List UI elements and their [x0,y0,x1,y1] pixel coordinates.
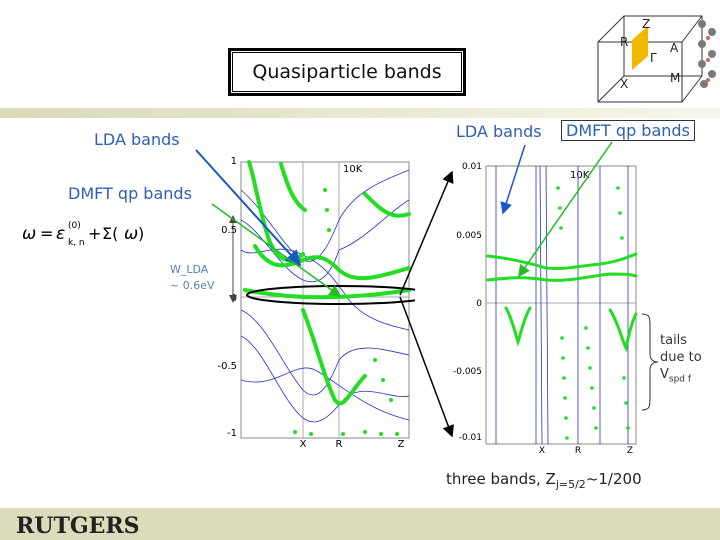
bz-label-m: M [670,71,680,85]
svg-text:k, n: k, n [68,238,85,248]
arrow-lda-left [195,149,302,267]
left-lda-band [240,335,410,423]
three-bands-prefix: three bands, Z [446,470,556,488]
left-temp-annotation: 10K [343,164,363,175]
left-lda-band [240,169,410,262]
svg-text:=: = [40,224,53,243]
left-lda-band [240,367,410,421]
rutgers-logo: RUTGERS [16,513,140,539]
quasiparticle-energy-equation: ω = ε (0) k, n + Σ( ω ) [22,221,144,248]
crystal-structure-image [698,20,716,88]
left-ytick-1: 1 [231,156,237,167]
bz-label-a: A [670,41,679,55]
right-ytick-neg0.005: -0.005 [453,367,482,377]
right-lda-band [545,165,549,445]
svg-text:ω: ω [22,224,36,244]
zoom-arrow-bottom [399,296,454,438]
bz-label-r: R [620,35,628,49]
label-lda-bands-left: LDA bands [94,130,180,149]
wlda-label: W_LDA [170,263,209,276]
svg-text:+: + [88,224,101,243]
three-bands-sub: j=5/2 [555,478,586,491]
tails-v: V [660,367,669,382]
left-lda-band [240,248,410,331]
three-bands-suffix: ~1/200 [585,470,642,488]
bz-label-z: Z [642,17,650,31]
svg-text:): ) [138,224,144,243]
left-dmft-band [243,288,411,300]
wlda-value: ~ 0.6eV [170,279,215,292]
bz-plane-highlight [632,26,648,70]
right-ytick-0.01: 0.01 [462,162,482,172]
right-ytick-0.005: 0.005 [456,231,482,241]
left-xtick-z: Z [398,439,405,450]
arrow-dmft-left [211,203,342,297]
footer-band [0,508,720,540]
right-lda-band [539,165,543,445]
right-ytick-neg0.01: -0.01 [459,433,482,443]
left-dmft-band [279,162,307,212]
right-dmft-band [504,306,532,347]
left-ytick-neg1: -1 [227,428,237,439]
left-ytick-0.5: 0.5 [221,225,237,236]
left-lda-band [240,199,410,283]
tails-line3: Vspd f [660,366,702,389]
right-dmft-bands [486,252,638,353]
tails-annotation: tails due to Vspd f [660,332,702,389]
svg-text:ε: ε [56,224,65,244]
bz-label-x: X [620,77,628,91]
right-ytick-0: 0 [476,299,482,309]
left-dmft-band [301,308,367,406]
arrow-lda-right [500,144,526,215]
label-lda-bands-right: LDA bands [456,122,542,141]
left-ytick-neg0.5: -0.5 [217,361,237,372]
left-dmft-dots [293,188,399,436]
left-xtick-x: X [300,439,307,450]
svg-text:ω: ω [124,224,138,244]
left-xtick-r: R [336,439,343,450]
left-lda-band [240,309,410,396]
slide-title: Quasiparticle bands [232,52,462,92]
label-dmft-bands-left: DMFT qp bands [68,184,192,203]
right-xtick-z: Z [627,446,633,456]
tails-bracket [641,313,659,411]
tails-line1: tails [660,333,688,348]
title-frame [228,48,466,96]
right-dmft-dots [556,186,630,440]
svg-text:(0): (0) [68,221,81,231]
right-dmft-band [486,252,638,270]
bz-label-gamma: Γ [650,51,657,65]
left-dmft-band [363,192,411,218]
tails-sub: spd f [668,374,692,385]
right-lda-bands [495,165,629,445]
three-bands-caption: three bands, Zj=5/2~1/200 [446,470,642,491]
right-xtick-x: X [539,446,545,456]
tails-line2: due to [660,350,702,365]
zoom-arrow-top [399,170,454,296]
right-dmft-band [608,308,638,353]
left-dmft-band [253,244,411,281]
header-divider-band [0,108,720,118]
label-dmft-bands-right: DMFT qp bands [561,120,695,141]
right-dmft-band [486,272,638,282]
left-lda-bands [240,169,410,423]
brillouin-zone-diagram: Z R A Γ X M [597,15,703,103]
right-temp-annotation: 10K [570,170,590,181]
bandwidth-annotation: W_LDA ~ 0.6eV [170,262,215,294]
svg-text:Σ(: Σ( [102,224,118,243]
right-xtick-r: R [575,446,581,456]
arrow-dmft-right [518,141,613,278]
